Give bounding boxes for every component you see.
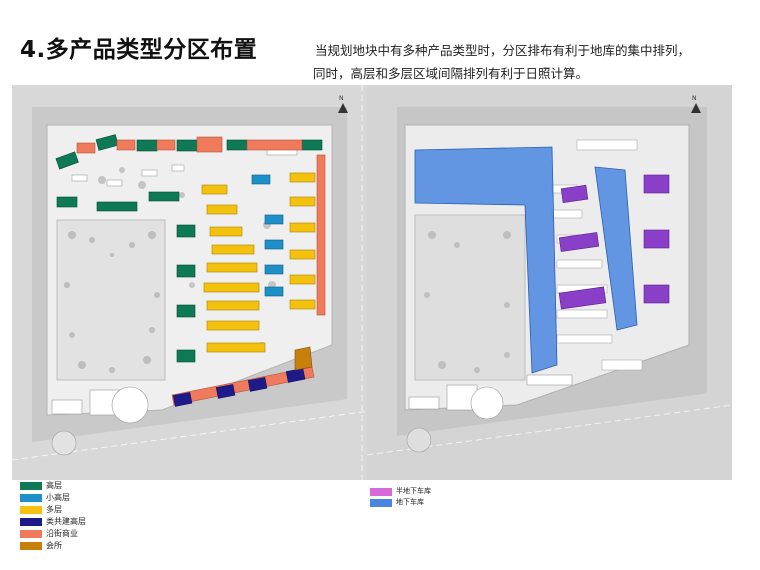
legend-swatch-multi-storey (20, 506, 42, 514)
public-high-rise-buildings (172, 368, 306, 407)
street-retail-buildings (76, 136, 326, 406)
north-label-right: N (692, 95, 697, 102)
legend-label: 多层 (46, 505, 62, 514)
page-title: 4.多产品类型分区布置 (20, 37, 258, 63)
legend-basement-types: 半地下车库 地下车库 (370, 487, 520, 512)
legend-swatch-clubhouse (20, 542, 42, 550)
legend-item: 类共建高层 (20, 517, 160, 527)
legend-swatch-mid-high (20, 494, 42, 502)
description-line-1: 当规划地块中有多种产品类型时，分区排布有利于地库的集中排列， (315, 43, 691, 58)
north-arrow-left (338, 103, 348, 113)
site-plan-building-types: N (12, 85, 377, 480)
legend-label: 类共建高层 (46, 517, 86, 526)
high-rise-buildings (55, 134, 323, 363)
legend-swatch-public-high-rise (20, 518, 42, 526)
basement-zone (414, 146, 558, 374)
north-label-left: N (339, 95, 344, 102)
site-plan-basement-zones: N (367, 85, 732, 480)
description-line-2: 同时，高层和多层区域间隔排列有利于日照计算。 (313, 66, 589, 81)
legend-item: 小高层 (20, 493, 160, 503)
legend-item: 多层 (20, 505, 160, 515)
legend-item: 高层 (20, 481, 160, 491)
legend-item: 地下车库 (370, 498, 510, 508)
legend-label: 地下车库 (396, 498, 424, 506)
mid-high-buildings (251, 174, 284, 297)
legend-item: 会所 (20, 541, 160, 551)
legend-label: 半地下车库 (396, 487, 431, 495)
legend-swatch-street-retail (20, 530, 42, 538)
legend-item: 半地下车库 (370, 487, 510, 497)
semi-basement-zones (558, 174, 670, 310)
legend-label: 高层 (46, 481, 62, 490)
legend-label: 沿街商业 (46, 529, 78, 538)
legend-swatch-high-rise (20, 482, 42, 490)
basement-zone-east (594, 166, 638, 331)
north-arrow-right (691, 103, 701, 113)
legend-swatch-semi-basement (370, 488, 392, 496)
clubhouse-building (294, 346, 313, 371)
legend-building-types: 高层 小高层 多层 类共建高层 沿街商业 会所 (20, 481, 170, 561)
park-area (56, 219, 166, 381)
legend-swatch-basement (370, 499, 392, 507)
legend-label: 会所 (46, 541, 62, 550)
legend-label: 小高层 (46, 493, 70, 502)
legend-item: 沿街商业 (20, 529, 160, 539)
multi-storey-buildings (201, 172, 316, 353)
